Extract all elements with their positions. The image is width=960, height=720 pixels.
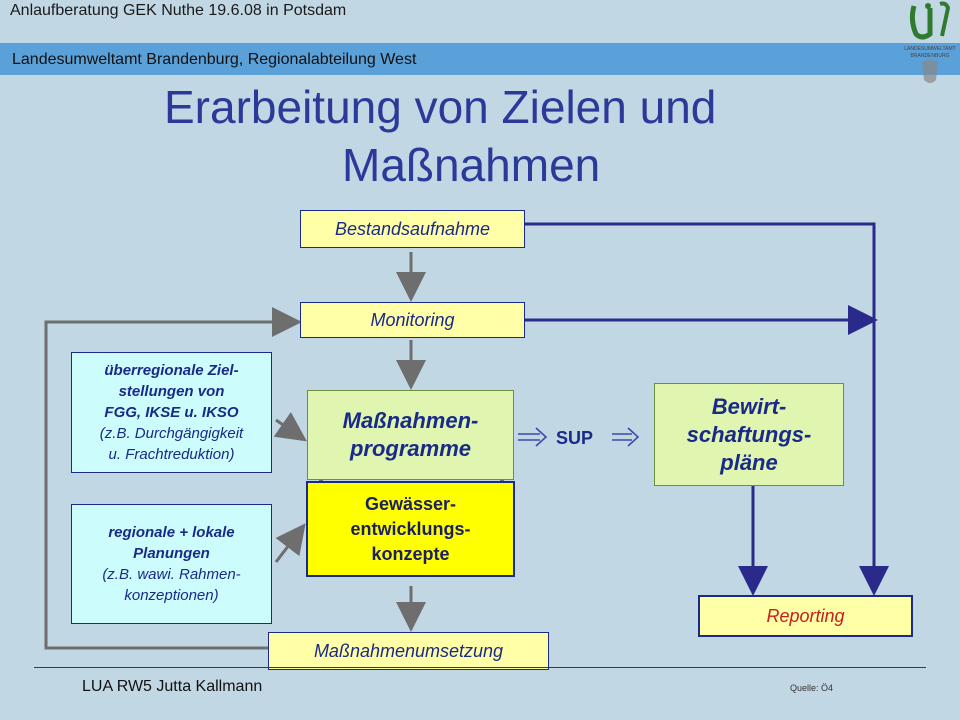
monitoring-label: Monitoring xyxy=(370,309,455,330)
box-massnahmenprogramme: Maßnahmen- programme xyxy=(307,390,514,480)
box-bewirtschaftungsplaene: Bewirt- schaftungs- pläne xyxy=(654,383,844,486)
bewirt-line-1: Bewirt- xyxy=(711,393,787,419)
regional-line-1: regionale + lokale xyxy=(108,524,235,541)
ueberregional-line-5: u. Frachtreduktion) xyxy=(108,446,235,463)
box-massnahmenumsetzung: Maßnahmenumsetzung xyxy=(268,632,549,670)
footer-author: LUA RW5 Jutta Kallmann xyxy=(82,678,263,695)
lua-logo: LANDESUMWELTAMT BRANDENBURG xyxy=(900,0,960,90)
reporting-label: Reporting xyxy=(766,605,845,626)
gek-line-3: konzepte xyxy=(371,543,450,564)
ueberregional-line-1: überregionale Ziel- xyxy=(104,362,239,379)
arrow-ueberregional xyxy=(273,412,307,442)
sup-arrow-left xyxy=(518,427,548,447)
line-bestand-to-reporting xyxy=(525,222,889,596)
header-band xyxy=(0,43,960,75)
box-ueberregionale-zielstellungen: überregionale Ziel- stellungen von FGG, … xyxy=(71,352,272,473)
sup-arrow-right xyxy=(612,427,640,447)
regional-line-2: Planungen xyxy=(133,545,210,562)
logo-text-2: BRANDENBURG xyxy=(911,53,950,59)
gek-line-2: entwicklungs- xyxy=(350,518,471,539)
footer-divider xyxy=(34,667,926,668)
box-reporting: Reporting xyxy=(698,595,913,637)
bestandsaufnahme-label: Bestandsaufnahme xyxy=(334,218,491,239)
event-header: Anlaufberatung GEK Nuthe 19.6.08 in Pots… xyxy=(10,2,347,19)
sup-label: SUP xyxy=(556,428,594,448)
gek-line-1: Gewässer- xyxy=(364,493,457,514)
box-bestandsaufnahme: Bestandsaufnahme xyxy=(300,210,525,248)
line-feedback-loop xyxy=(44,307,302,650)
regional-line-4: konzeptionen) xyxy=(124,587,219,604)
slide-title: Erarbeitung von Zielen und Maßnahmen xyxy=(120,78,884,194)
ueberregional-line-2: stellungen von xyxy=(118,383,225,400)
bewirt-line-2: schaftungs- xyxy=(686,421,812,447)
massnahmen-line-1: Maßnahmen- xyxy=(342,408,479,433)
organization-header: Landesumweltamt Brandenburg, Regionalabt… xyxy=(12,51,417,68)
box-gewaesserentwicklungskonzepte: Gewässer- entwicklungs- konzepte xyxy=(306,481,515,577)
ueberregional-line-4: (z.B. Durchgängigkeit xyxy=(99,425,244,442)
ueberregional-line-3: FGG, IKSE u. IKSO xyxy=(104,404,239,421)
massnahmen-line-2: programme xyxy=(349,436,472,461)
bewirt-line-3: pläne xyxy=(720,449,778,475)
regional-line-3: (z.B. wawi. Rahmen- xyxy=(102,566,241,583)
title-line-1: Erarbeitung von Zielen und xyxy=(164,81,717,133)
box-monitoring: Monitoring xyxy=(300,302,525,338)
arrow-regional xyxy=(274,523,306,563)
logo-text-1: LANDESUMWELTAMT xyxy=(904,46,955,52)
footer-source: Quelle: Ö4 xyxy=(790,683,834,693)
title-line-2: Maßnahmen xyxy=(342,139,601,191)
box-regionale-planungen: regionale + lokale Planungen (z.B. wawi.… xyxy=(71,504,272,624)
umsetzung-label: Maßnahmenumsetzung xyxy=(313,640,504,661)
